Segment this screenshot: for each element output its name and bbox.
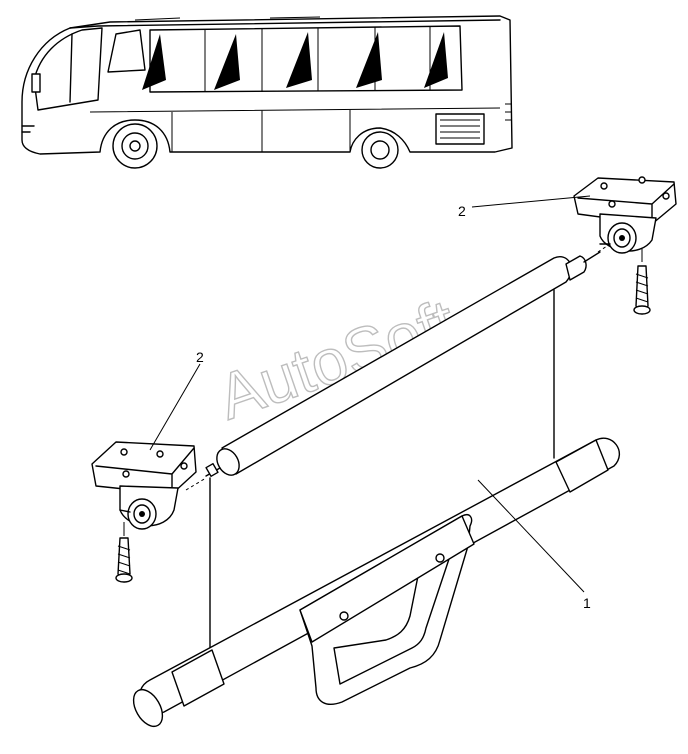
callout-bracket-left: 2	[149, 349, 204, 451]
assembly-line-left	[185, 477, 207, 491]
callout-shade: 1	[477, 479, 591, 611]
bracket-top-right	[573, 176, 677, 315]
callout-label-shade: 1	[583, 595, 591, 611]
bracket-left	[91, 441, 197, 583]
assembly-line-right	[597, 243, 611, 253]
roller-shade-assembly	[132, 251, 621, 728]
callout-label-bracket-left: 2	[196, 349, 204, 365]
bus-locator-view	[21, 15, 513, 169]
callout-bracket-top: 2	[458, 195, 591, 219]
callout-label-bracket-top: 2	[458, 203, 466, 219]
handle-clamp	[299, 515, 475, 643]
